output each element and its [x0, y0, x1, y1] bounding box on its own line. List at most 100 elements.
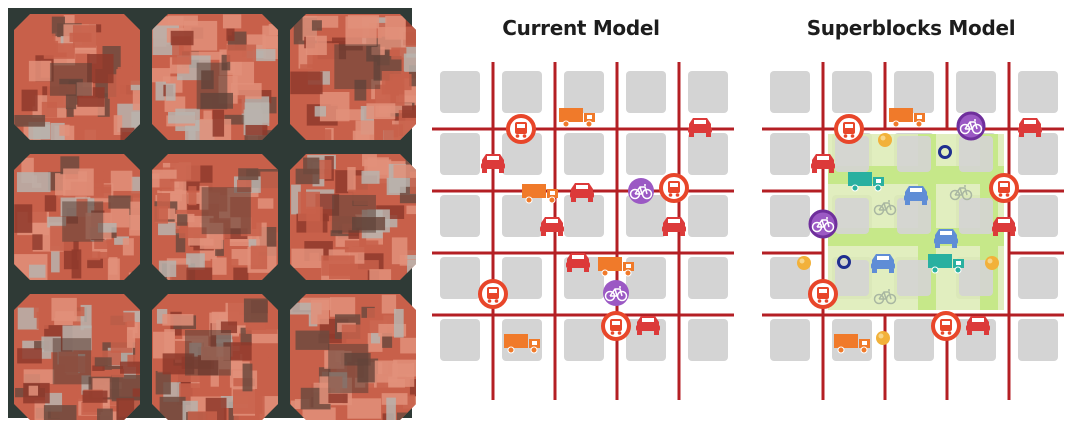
street-block — [1018, 195, 1058, 237]
car-icon — [636, 316, 660, 335]
car-icon — [1018, 118, 1042, 137]
city-block — [14, 14, 140, 140]
car-icon — [966, 316, 990, 335]
street-block — [1018, 133, 1058, 175]
street-block — [1018, 257, 1058, 299]
street-block — [564, 133, 604, 175]
yellow-dot-icon — [876, 331, 890, 345]
yellow-dot-icon — [797, 256, 811, 270]
street-block — [959, 136, 993, 172]
city-block — [290, 154, 416, 280]
superblocks-model-title: Superblocks Model — [806, 16, 1016, 40]
street-block — [897, 136, 931, 172]
current-model-panel: Current Model — [422, 0, 740, 423]
street-block — [502, 257, 542, 299]
street-block — [835, 136, 869, 172]
street-block — [626, 257, 666, 299]
street-block — [440, 195, 480, 237]
street-block — [688, 257, 728, 299]
bicycle-icon — [628, 178, 654, 204]
street-block — [626, 195, 666, 237]
car-icon — [811, 154, 835, 173]
city-block — [152, 154, 278, 280]
car-icon — [934, 229, 958, 248]
car-icon — [871, 254, 895, 273]
street-block — [440, 257, 480, 299]
bus-stop-icon — [989, 173, 1019, 203]
street-block — [502, 133, 542, 175]
truck-icon — [848, 172, 884, 192]
street-block — [832, 71, 872, 113]
street-block — [956, 71, 996, 113]
city-block — [14, 154, 140, 280]
street-block — [894, 319, 934, 361]
car-icon — [662, 217, 686, 236]
city-block — [290, 14, 416, 140]
street-block — [835, 260, 869, 296]
street-block — [564, 319, 604, 361]
street-block — [897, 198, 931, 234]
yellow-dot-icon — [985, 256, 999, 270]
street-block — [894, 71, 934, 113]
street-block — [688, 133, 728, 175]
car-icon — [566, 253, 590, 272]
street-block — [959, 198, 993, 234]
street-block — [1018, 71, 1058, 113]
truck-icon — [834, 334, 870, 354]
street-block — [770, 71, 810, 113]
street-block — [835, 198, 869, 234]
aerial-city-blocks-photo — [8, 8, 416, 420]
street-block — [502, 71, 542, 113]
street-block — [770, 195, 810, 237]
street-block — [770, 319, 810, 361]
truck-icon — [889, 108, 925, 128]
truck-icon — [559, 108, 595, 128]
car-icon — [481, 154, 505, 173]
car-icon — [688, 118, 712, 137]
street-block — [688, 71, 728, 113]
city-block — [152, 14, 278, 140]
truck-icon — [598, 257, 634, 277]
street-block — [688, 195, 728, 237]
street-block — [502, 195, 542, 237]
street-block — [770, 133, 810, 175]
street-block — [440, 71, 480, 113]
ring-marker-icon — [837, 255, 851, 269]
street-block — [440, 319, 480, 361]
city-block — [152, 294, 278, 420]
bus-stop-icon — [659, 173, 689, 203]
bicycle-icon — [873, 289, 897, 305]
car-icon — [904, 186, 928, 205]
street-block — [440, 133, 480, 175]
street-block — [626, 71, 666, 113]
superblocks-model-diagram — [762, 62, 1064, 400]
city-block — [14, 294, 140, 420]
ring-marker-icon — [938, 145, 952, 159]
street-block — [959, 260, 993, 296]
street-block — [897, 260, 931, 296]
street-block — [626, 133, 666, 175]
current-model-title: Current Model — [502, 16, 660, 40]
bus-stop-icon — [601, 311, 631, 341]
truck-icon — [504, 334, 540, 354]
truck-icon — [522, 184, 558, 204]
bicycle-icon — [956, 111, 986, 141]
car-icon — [570, 183, 594, 202]
bicycle-icon — [873, 200, 897, 216]
superblocks-model-panel: Superblocks Model — [752, 0, 1070, 423]
bus-stop-icon — [478, 279, 508, 309]
current-model-diagram — [432, 62, 734, 400]
truck-icon — [928, 254, 964, 274]
bus-stop-icon — [931, 311, 961, 341]
yellow-dot-icon — [878, 133, 892, 147]
street-block — [564, 195, 604, 237]
city-block — [290, 294, 416, 420]
bicycle-icon — [808, 209, 838, 239]
bus-stop-icon — [506, 114, 536, 144]
bicycle-icon — [949, 185, 973, 201]
car-icon — [540, 217, 564, 236]
bus-stop-icon — [808, 279, 838, 309]
street-block — [1018, 319, 1058, 361]
bicycle-icon — [603, 280, 629, 306]
car-icon — [992, 217, 1016, 236]
